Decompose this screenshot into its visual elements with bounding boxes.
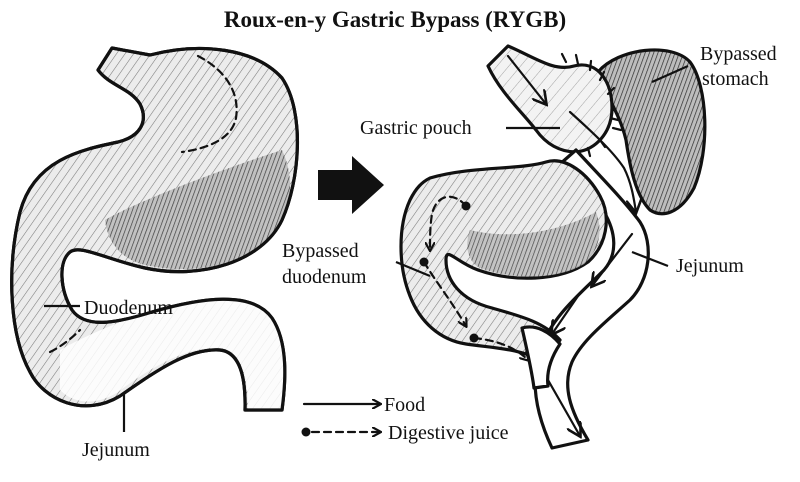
jejunum-leader-right	[631, 250, 669, 268]
bypassed-duodenum-leader	[395, 260, 431, 278]
juice-arrow-3	[472, 336, 528, 360]
normal-duodenum-boundary	[48, 328, 82, 354]
label-gastric-pouch: Gastric pouch	[360, 117, 472, 139]
diagram-title: Roux-en-y Gastric Bypass (RYGB)	[224, 7, 566, 32]
legend-juice-dot	[301, 427, 311, 437]
food-arrow-3	[592, 232, 634, 286]
bypassed-stomach	[596, 48, 707, 216]
normal-anatomy: Duodenum Jejunum	[10, 46, 300, 461]
label-duodenum: Duodenum	[84, 297, 173, 319]
normal-outline	[10, 46, 300, 412]
legend: Food Digestive juice	[301, 394, 509, 444]
label-bypassed-stomach-1: Bypassed	[700, 43, 777, 65]
food-arrow-1	[506, 54, 546, 104]
label-bypassed-duodenum-1: Bypassed	[282, 240, 359, 262]
food-arrow-4	[552, 294, 580, 334]
normal-jejunum-highlight	[60, 299, 284, 410]
jejunum-junction	[520, 325, 562, 390]
food-arrow-5	[546, 378, 580, 436]
legend-juice-label: Digestive juice	[388, 422, 509, 444]
rygb-anatomy: Bypassed stomach Gastric pouch Bypassed …	[282, 43, 777, 450]
right-arrow-icon	[318, 156, 384, 214]
normal-pouch-dashed-line	[180, 54, 238, 154]
normal-stomach-shade	[105, 150, 291, 270]
food-arrow-2	[568, 110, 636, 212]
label-bypassed-duodenum-2: duodenum	[282, 266, 367, 288]
remnant-stomach-shade	[467, 212, 600, 277]
label-jejunum-right: Jejunum	[676, 255, 744, 277]
gastric-pouch	[486, 44, 614, 154]
bypassed-stomach-leader	[651, 64, 689, 84]
roux-limb-jejunum	[533, 148, 650, 450]
juice-arrow-2	[422, 260, 466, 326]
juice-arrow-1	[430, 195, 468, 250]
legend-food-label: Food	[384, 394, 425, 416]
label-jejunum-left: Jejunum	[82, 439, 150, 461]
label-bypassed-stomach-2: stomach	[702, 68, 769, 90]
